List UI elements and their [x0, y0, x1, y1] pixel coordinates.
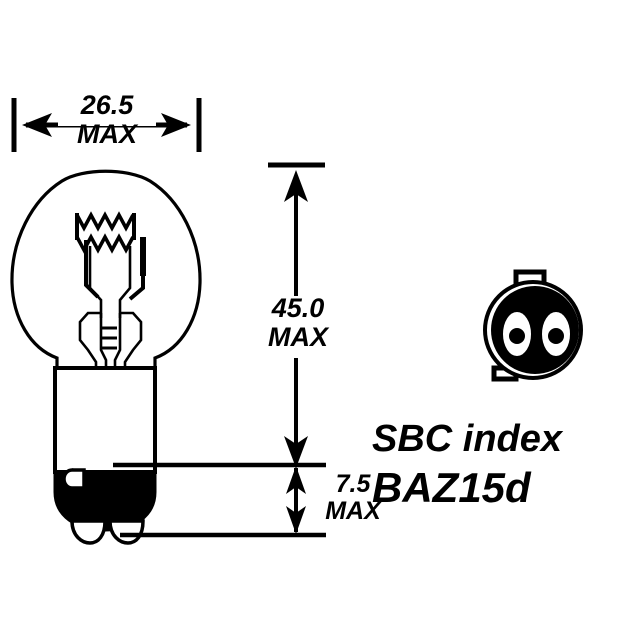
cap-height-dimension-qualifier: MAX — [325, 497, 381, 525]
cap-arrow-bottom — [286, 506, 306, 534]
cap-index-end-view — [483, 269, 583, 382]
index-caption: SBC index BAZ15d — [372, 418, 634, 511]
cap-contact-left — [70, 519, 107, 545]
bulb-outline — [10, 169, 202, 370]
width-dimension-qualifier: MAX — [77, 119, 137, 149]
index-contact-left-centre — [509, 328, 525, 344]
bayonet-slot-arc-bottom — [97, 485, 118, 495]
width-dimension-value: 26.5 — [80, 90, 134, 120]
bayonet-pin-left-body — [72, 468, 86, 490]
cage-neck-left — [88, 246, 103, 318]
index-caption-line-1: SBC index — [372, 418, 563, 460]
bayonet-slot-arc-left — [94, 470, 105, 486]
width-dimension-group — [11, 98, 202, 152]
cap-arrow-top — [286, 466, 306, 494]
width-arrow-right — [161, 113, 191, 137]
filament-assembly — [75, 211, 146, 318]
height-arrow-bottom — [284, 436, 308, 468]
overall-height-dimension-qualifier: MAX — [268, 322, 328, 352]
cap-contact-right — [108, 519, 145, 545]
height-label-backdrop — [262, 296, 332, 358]
filament-coil-upper — [75, 211, 135, 232]
lead-wire-right — [128, 276, 145, 301]
stem-inner-profile — [99, 313, 122, 368]
index-contact-right-centre — [548, 328, 564, 344]
bulb-glass-envelope — [10, 169, 202, 370]
height-arrow-top — [284, 170, 308, 202]
height-dimension-group — [262, 162, 332, 468]
cap-barrel — [53, 366, 157, 474]
stem-outer-profile — [78, 311, 143, 368]
overall-height-dimension-label: 45.0 MAX — [258, 295, 338, 351]
overall-height-dimension-value: 45.0 — [271, 293, 325, 323]
cap-height-dimension-value: 7.5 — [335, 470, 371, 498]
width-arrow-left — [22, 113, 52, 137]
bayonet-cap — [53, 366, 157, 545]
glass-stem — [78, 311, 143, 368]
cap-height-dimension-group — [113, 462, 326, 538]
cage-neck-right — [118, 246, 132, 318]
cap-height-dimension-label: 7.5 MAX — [318, 472, 388, 524]
width-dimension-label: 26.5 MAX — [52, 92, 162, 148]
width-label-backdrop — [58, 100, 156, 126]
bayonet-slot-arc-right — [110, 470, 120, 483]
index-caption-line-2: BAZ15d — [372, 463, 531, 511]
